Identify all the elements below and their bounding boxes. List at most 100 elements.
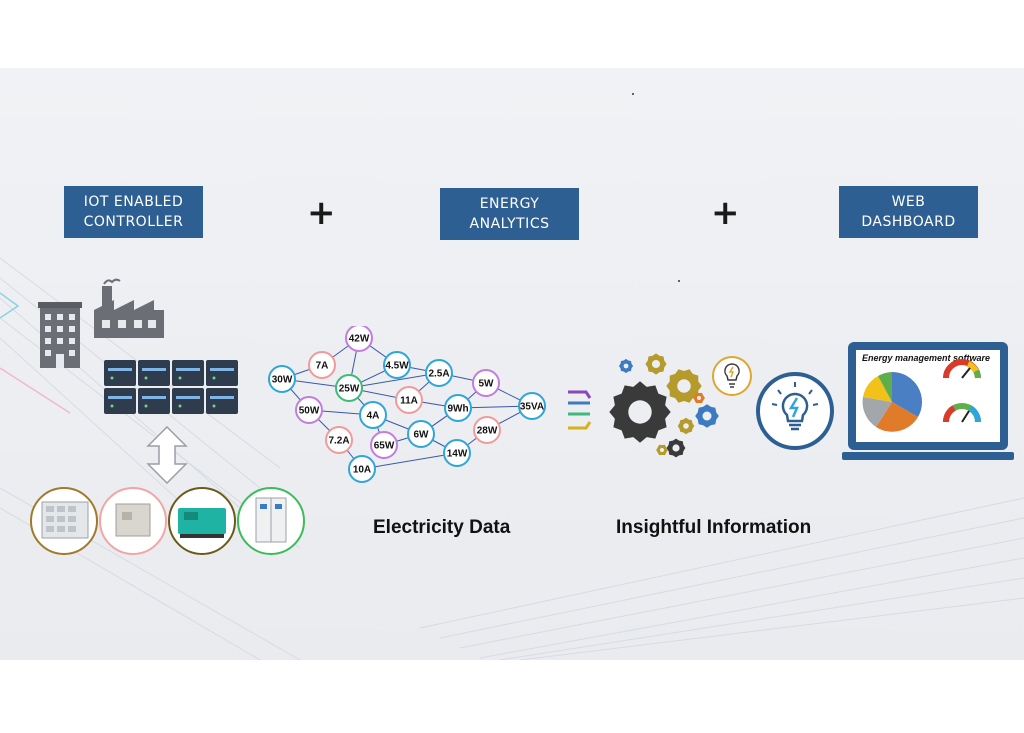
network-node: 6W (407, 420, 435, 448)
data-flow-lines-icon (568, 390, 592, 430)
dashboard-header-line2: DASHBOARD (861, 214, 956, 230)
network-node: 10A (348, 455, 376, 483)
gauge-icon (942, 403, 982, 423)
iot-header-line2: CONTROLLER (83, 214, 184, 230)
network-node-label: 11A (400, 396, 418, 407)
diagram-canvas: IOT ENABLED CONTROLLER ENERGY ANALYTICS … (0, 68, 1024, 660)
network-node-label: 10A (353, 465, 371, 476)
network-node-circle (518, 392, 546, 420)
network-edge (361, 452, 458, 470)
network-node-label: 30W (272, 375, 293, 386)
network-node-circle (407, 420, 435, 448)
energy-analytics-header: ENERGY ANALYTICS (440, 188, 579, 240)
gear-icon (656, 444, 668, 456)
network-node-label: 35VA (520, 402, 544, 413)
gear-icon (609, 381, 671, 443)
network-node: 4A (359, 401, 387, 429)
network-node-circle (335, 374, 363, 402)
network-node-circle (359, 401, 387, 429)
network-node-circle (395, 386, 423, 414)
office-building-icon (38, 302, 82, 368)
network-node: 28W (473, 416, 501, 444)
network-node-label: 14W (447, 449, 468, 460)
iot-controller-header: IOT ENABLED CONTROLLER (64, 186, 203, 238)
network-node-circle (383, 351, 411, 379)
iot-header-line1: IOT ENABLED (83, 194, 184, 210)
control-panel-icon (237, 487, 305, 555)
network-node-label: 65W (374, 441, 395, 452)
network-node-label: 5W (479, 379, 495, 390)
network-node-circle (370, 431, 398, 459)
network-node-label: 50W (299, 406, 320, 417)
gear-icon (666, 369, 702, 403)
electrical-panel-icon (30, 487, 98, 555)
network-node: 50W (295, 396, 323, 424)
network-node: 30W (268, 365, 296, 393)
network-node-label: 4.5W (385, 361, 409, 372)
electricity-data-network: 42W 7A 4.5W 30W 25W 2.5A 5W 11A 50W 4A 9Wh 35VA 7.2A… (268, 326, 546, 483)
iot-controller-device-icon (104, 360, 238, 414)
network-node-label: 25W (339, 384, 360, 395)
network-node: 11A (395, 386, 423, 414)
network-node: 9Wh (444, 394, 472, 422)
web-dashboard-header: WEB DASHBOARD (839, 186, 978, 238)
electricity-data-caption: Electricity Data (373, 517, 511, 538)
dashboard-title: Energy management software (862, 353, 990, 363)
gear-icon (666, 438, 686, 458)
network-node-label: 28W (477, 426, 498, 437)
network-node: 7.2A (325, 426, 353, 454)
stray-dot (678, 280, 680, 282)
network-node: 2.5A (425, 359, 453, 387)
bidirectional-arrow-icon (146, 426, 188, 484)
network-node-label: 4A (367, 411, 380, 422)
gauge-icon (943, 359, 981, 379)
analytics-header-line1: ENERGY (479, 196, 540, 212)
network-node: 5W (472, 369, 500, 397)
network-node-label: 6W (414, 430, 430, 441)
pie-chart-icon (862, 372, 923, 432)
network-node-circle (472, 369, 500, 397)
dashboard-header-line1: WEB (891, 194, 926, 210)
network-node-label: 7A (316, 361, 329, 372)
network-node-label: 7.2A (328, 436, 349, 447)
plus-sign-1: + (307, 193, 336, 233)
dashboard-monitor-icon: Energy management software (842, 342, 1014, 460)
gear-icon (618, 358, 634, 374)
network-node: 65W (370, 431, 398, 459)
gear-icon (695, 404, 719, 428)
network-node: 25W (335, 374, 363, 402)
lightbulb-icon (712, 356, 752, 396)
network-node-circle (308, 351, 336, 379)
factory-icon (94, 278, 164, 338)
gears-icon (609, 353, 719, 458)
network-node: 35VA (518, 392, 546, 420)
network-node: 42W (345, 326, 373, 352)
network-node-circle (443, 439, 471, 467)
network-node-circle (345, 326, 373, 352)
switchgear-cabinet-icon (99, 487, 167, 555)
stray-dot (632, 93, 634, 95)
network-node-label: 2.5A (428, 369, 449, 380)
network-node-circle (268, 365, 296, 393)
network-node: 4.5W (383, 351, 411, 379)
generator-icon (168, 487, 236, 555)
gear-icon (645, 353, 667, 375)
network-node: 7A (308, 351, 336, 379)
plus-sign-2: + (711, 193, 740, 233)
network-node-circle (473, 416, 501, 444)
network-node-circle (295, 396, 323, 424)
network-node-circle (425, 359, 453, 387)
network-node-label: 9Wh (447, 404, 468, 415)
network-node: 14W (443, 439, 471, 467)
network-edge (348, 372, 440, 389)
network-node-circle (325, 426, 353, 454)
network-node-circle (348, 455, 376, 483)
insightful-information-caption: Insightful Information (616, 517, 812, 538)
network-node-label: 42W (349, 334, 370, 345)
gear-icon (693, 392, 705, 404)
energy-bulb-circle-icon (756, 372, 834, 450)
equipment-row (30, 487, 305, 555)
analytics-header-line2: ANALYTICS (469, 216, 550, 232)
gear-icon (677, 417, 695, 435)
network-node-circle (444, 394, 472, 422)
